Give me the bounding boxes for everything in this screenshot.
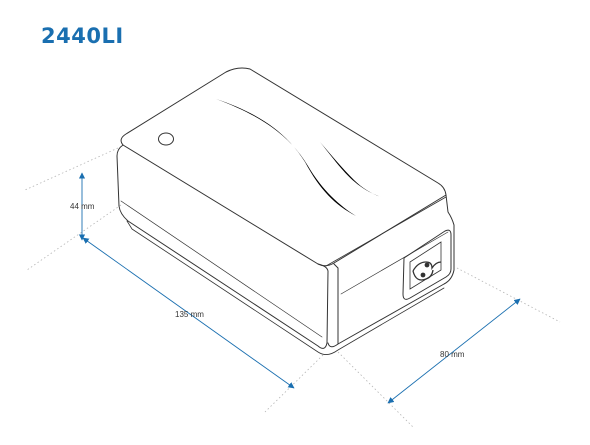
led-indicator-icon [158, 132, 174, 146]
box-bottom-seam [120, 200, 323, 338]
guide-right [456, 267, 561, 323]
logo-swoosh [216, 99, 381, 216]
dimension-arrows [78, 172, 521, 404]
box-left-face [116, 144, 329, 349]
box-right-seam [340, 231, 449, 295]
width-arrow [387, 298, 521, 404]
product-title: 2440LI [41, 24, 124, 48]
swoosh-short [320, 142, 381, 197]
box-right-face [327, 194, 455, 348]
guide-bottom-left [26, 204, 122, 271]
swoosh-long [216, 99, 356, 216]
width-label: 80 mm [440, 350, 465, 359]
height-label: 44 mm [70, 202, 95, 211]
box-top-face [120, 67, 447, 267]
power-socket-icon [402, 229, 452, 300]
box-top-edge-inner [325, 196, 447, 267]
guide-top-left [24, 147, 119, 191]
box-front-lip [333, 263, 339, 345]
guide-lines [24, 147, 561, 429]
length-label: 135 mm [175, 310, 204, 319]
charger-box [116, 67, 455, 355]
guide-bottom-right [337, 351, 415, 429]
length-arrow [82, 237, 295, 389]
box-bottom-base [126, 220, 445, 355]
guide-bottom-front [264, 354, 324, 413]
